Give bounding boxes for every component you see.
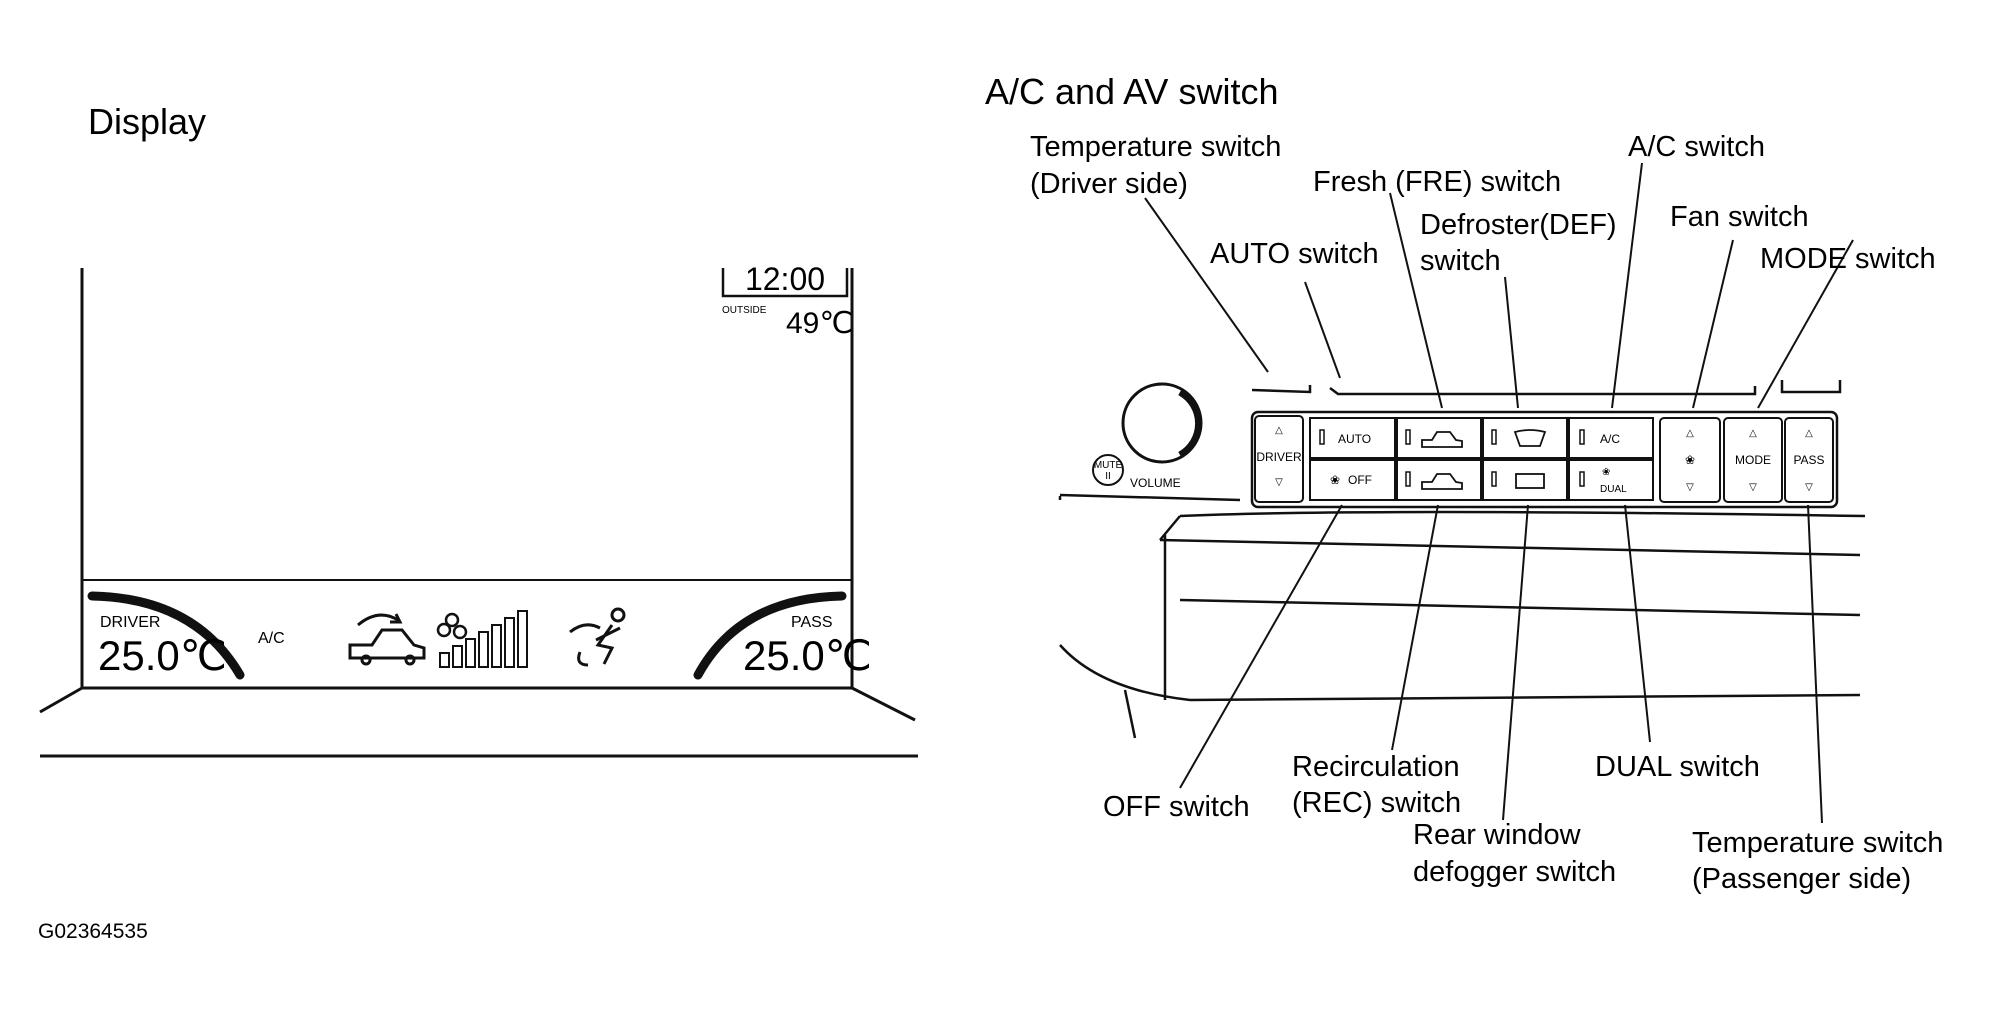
dual-switch[interactable]: ❀ DUAL [1568,459,1654,501]
label-fresh-switch: Fresh (FRE) switch [1313,166,1561,198]
pass-label: PASS [791,614,833,631]
auto-indicator-light [1319,429,1325,445]
fan-level-bar [504,617,515,668]
display-screen [39,268,918,758]
pass-temp-switch[interactable]: △ PASS ▽ [1784,417,1834,503]
volume-knob[interactable] [1121,382,1203,464]
pass-up-arrow-icon: △ [1805,428,1813,439]
label-mode-switch: MODE switch [1760,243,1936,275]
fan-switch[interactable]: △ ❀ ▽ [1659,417,1721,503]
ac-switch-label: A/C [1600,432,1620,446]
fan-switch-icon: ❀ [1685,453,1695,467]
rear-defogger-icon [1515,473,1545,489]
clock: 12:00 [721,261,849,298]
ac-switch[interactable]: A/C [1568,417,1654,459]
mute-button[interactable]: MUTE II [1092,454,1124,486]
driver-label: DRIVER [100,614,160,631]
driver-temp-arc [87,591,245,680]
fan-up-arrow-icon: △ [1686,428,1694,439]
label-fan-switch: Fan switch [1670,201,1809,233]
label-temp-switch-pass: Temperature switch [1692,827,1943,859]
switch-panel [1250,410,1839,509]
fan-level-bar [491,624,502,668]
fresh-air-icon [1421,431,1463,448]
recirculation-small-icon [1421,473,1463,490]
panel-heading: A/C and AV switch [985,71,1278,112]
driver-temp-switch[interactable]: △ DRIVER ▽ [1254,415,1304,503]
fan-level-bar [478,631,489,668]
mode-up-arrow-icon: △ [1749,428,1757,439]
label-dual-switch: DUAL switch [1595,751,1760,783]
display-section: Display 12:00 OUTSIDE 49℃ DRIVER 25.0℃ A… [39,101,918,758]
driver-temp: 25.0℃ [98,632,227,679]
label-ac-switch: A/C switch [1628,131,1765,163]
clock-text: 12:00 [745,261,825,297]
callout-labels: Temperature switch (Driver side) AUTO sw… [1030,131,1943,895]
label-temp-switch-driver: Temperature switch [1030,131,1281,163]
defroster-switch[interactable] [1482,417,1568,459]
fan-level-bars [439,610,528,668]
recirculation-icon [348,613,426,666]
recirculation-switch[interactable] [1396,459,1482,501]
mute-label: MUTE [1094,460,1123,471]
label-defroster-switch-2: switch [1420,245,1501,277]
auto-switch-label: AUTO [1338,432,1371,446]
off-switch[interactable]: ❀ OFF [1309,459,1396,501]
fan-icon [436,612,468,640]
airflow-mode-icon [569,607,626,667]
label-temp-switch-driver-side: (Driver side) [1030,168,1188,200]
dashboard-outline [1058,380,1866,739]
label-recirculation-switch: Recirculation [1292,751,1460,783]
leader-lines [1144,162,1854,824]
outside-temp: 49℃ [786,307,853,340]
off-switch-label: OFF [1348,473,1372,487]
pass-down-arrow-icon: ▽ [1805,482,1813,493]
fan-level-bar [517,610,528,668]
pass-temp-arc [693,591,847,680]
label-rear-defogger-switch: Rear window [1413,819,1582,851]
driver-up-arrow-icon: △ [1275,425,1283,436]
outside-label: OUTSIDE [722,305,767,316]
rear-defogger-switch[interactable] [1482,459,1568,501]
auto-switch[interactable]: AUTO [1309,417,1396,459]
dual-fan-icon: ❀ [1602,467,1610,478]
defroster-icon [1513,429,1547,447]
fan-level-bar [465,638,476,668]
label-temp-switch-pass-side: (Passenger side) [1692,863,1911,895]
pass-temp: 25.0℃ [743,632,872,679]
display-heading: Display [88,101,206,142]
label-auto-switch: AUTO switch [1210,238,1379,270]
mode-switch[interactable]: △ MODE ▽ [1723,417,1783,503]
fan-small-icon: ❀ [1330,473,1340,487]
mute-pause-label: II [1105,471,1111,482]
label-recirculation-switch-2: (REC) switch [1292,787,1461,819]
driver-switch-label: DRIVER [1256,450,1302,464]
ac-indicator: A/C [258,630,285,647]
pass-switch-label: PASS [1793,453,1824,467]
fan-level-bar [452,645,463,668]
label-defroster-switch: Defroster(DEF) [1420,209,1617,241]
panel-section: A/C and AV switch MUTE II [985,71,1943,895]
fan-down-arrow-icon: ▽ [1686,482,1694,493]
label-off-switch: OFF switch [1103,791,1250,823]
volume-label: VOLUME [1130,476,1181,490]
fan-level-bar [439,652,450,668]
label-rear-defogger-switch-2: defogger switch [1413,856,1616,888]
figure-id: G02364535 [38,920,148,943]
driver-down-arrow-icon: ▽ [1275,477,1283,488]
mode-down-arrow-icon: ▽ [1749,482,1757,493]
dual-switch-label: DUAL [1600,484,1627,495]
fresh-switch[interactable] [1396,417,1482,459]
mode-switch-label: MODE [1735,453,1771,467]
